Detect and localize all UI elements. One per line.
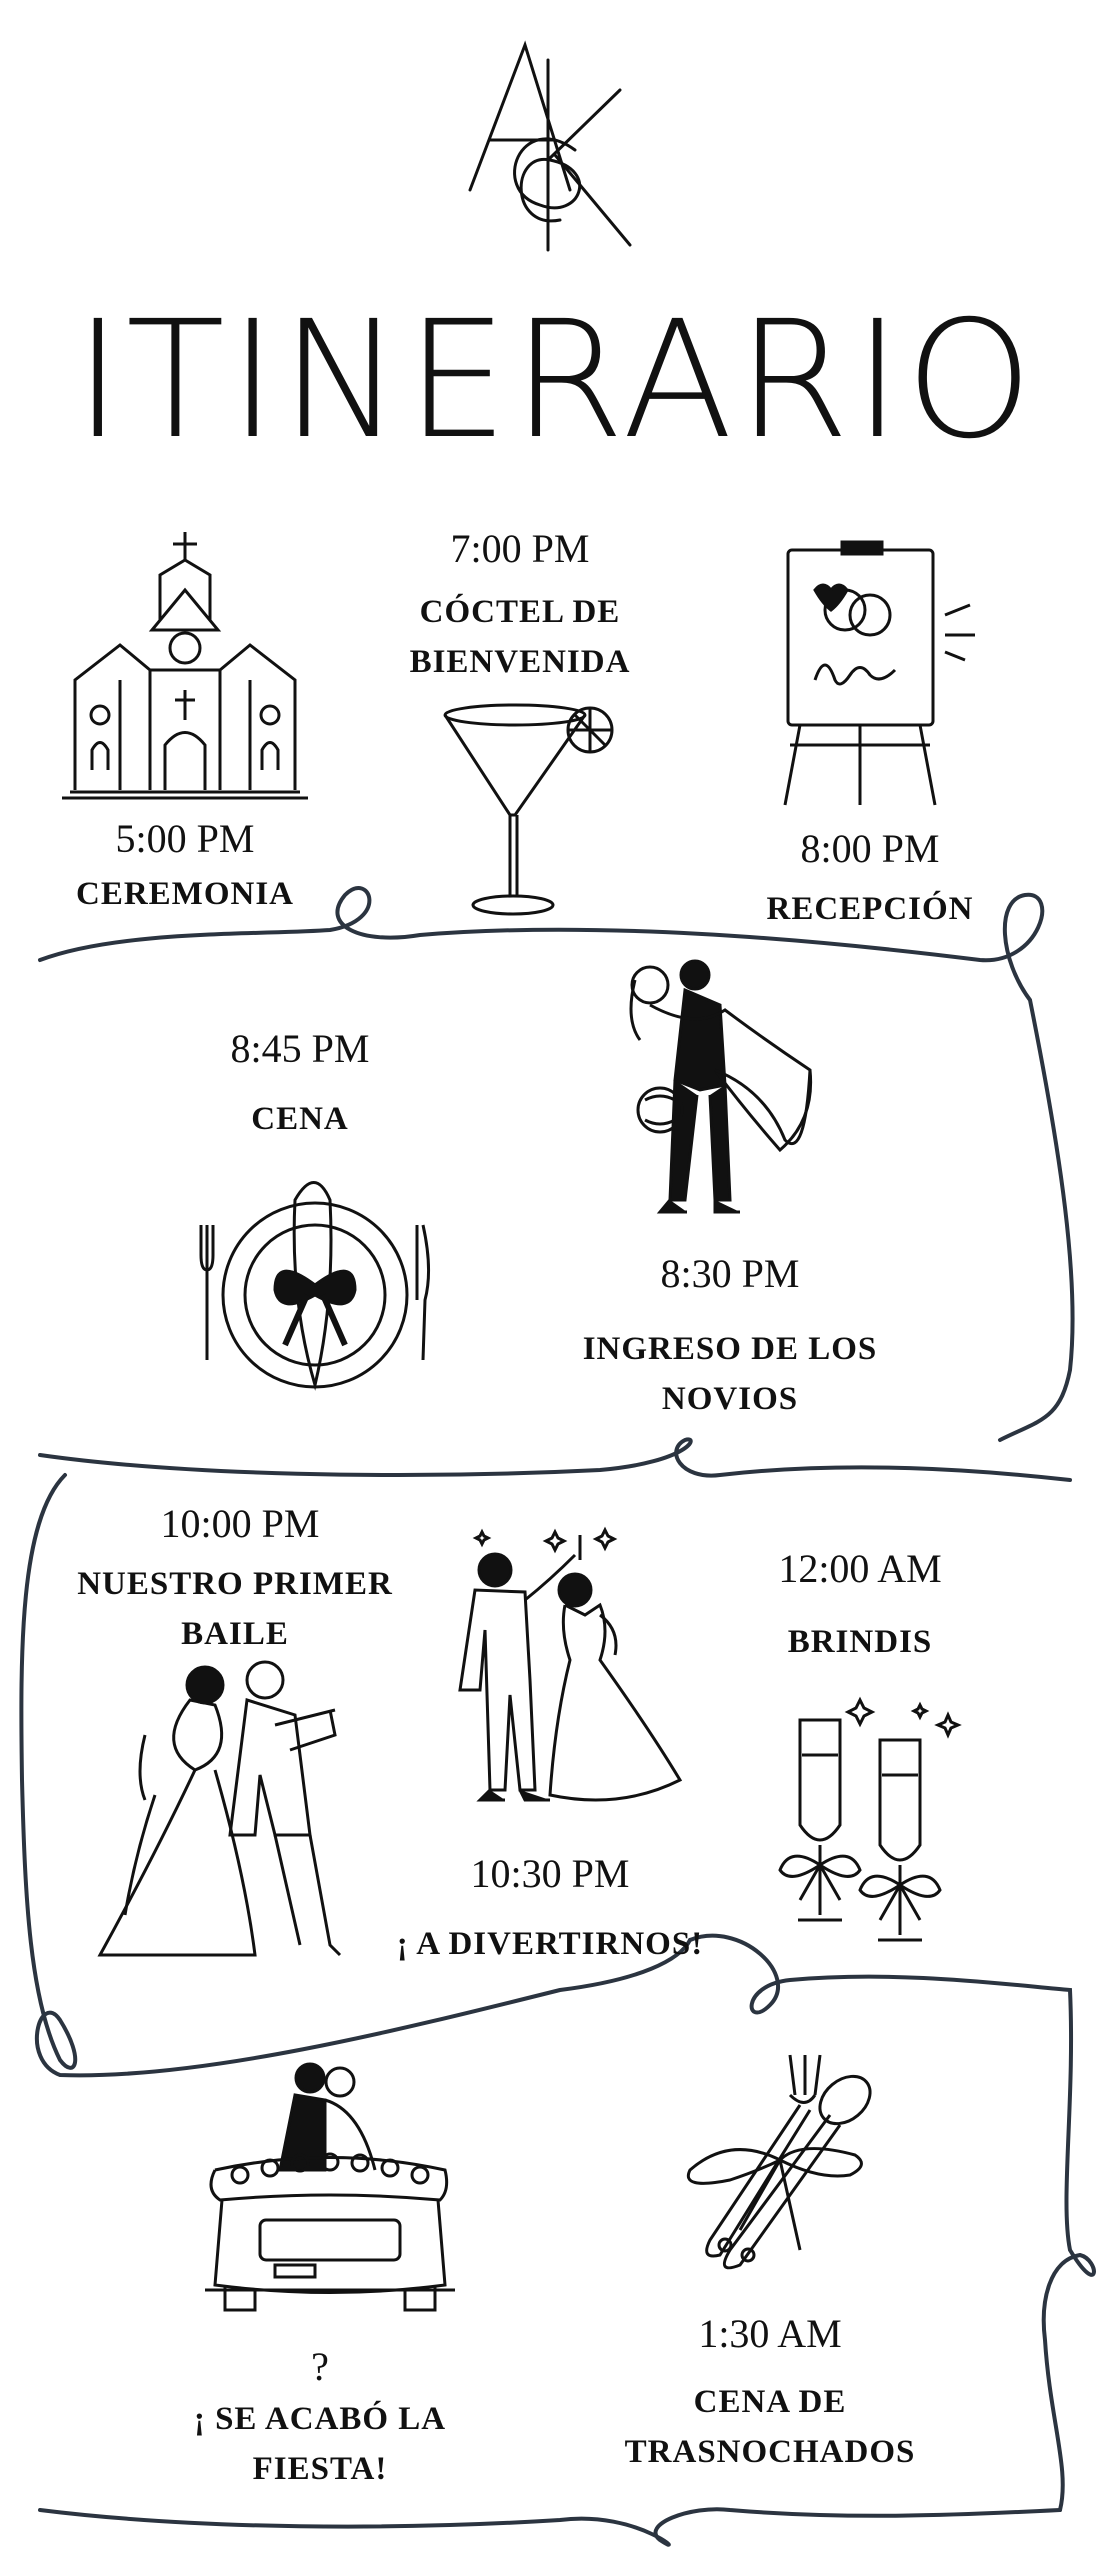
first-dance-couple-icon [95, 1655, 365, 1975]
event-time: ? [311, 2344, 329, 2389]
martini-glass-icon [440, 700, 620, 920]
welcome-sign-easel-icon [780, 540, 980, 810]
champagne-glasses-icon [770, 1685, 970, 1955]
event-label: CENA DE TRASNOCHADOS [624, 2384, 916, 2470]
event-label: RECEPCIÓN [766, 891, 974, 927]
event-time: 1:30 AM [698, 2311, 842, 2356]
event-label: INGRESO DE LOS NOVIOS [582, 1331, 878, 1417]
event-label: CÓCTEL DE BIENVENIDA [409, 594, 631, 680]
groom-carrying-bride-icon [615, 950, 835, 1230]
page-title: ITINERARIO [74, 287, 1037, 475]
wedding-car-icon [200, 2060, 460, 2330]
event-time: 5:00 PM [115, 816, 255, 861]
dancing-couple-icon [450, 1520, 700, 1820]
event-label: NUESTRO PRIMER BAILE [77, 1566, 393, 1652]
event-label: ¡ A DIVERTIRNOS! [396, 1926, 704, 1962]
event-time: 10:30 PM [470, 1851, 630, 1896]
event-label: CEREMONIA [75, 876, 294, 912]
event-label: ¡ SE ACABÓ LA FIESTA! [193, 2401, 447, 2487]
event-label: BRINDIS [787, 1624, 933, 1660]
event-time: 8:45 PM [230, 1026, 370, 1071]
fork-spoon-ribbon-icon [670, 2050, 900, 2280]
event-label: CENA [251, 1101, 349, 1137]
event-time: 7:00 PM [450, 526, 590, 571]
event-time: 8:30 PM [660, 1251, 800, 1296]
event-time: 8:00 PM [800, 826, 940, 871]
monogram-logo [468, 40, 632, 252]
event-time: 10:00 PM [160, 1501, 320, 1546]
church-icon [60, 530, 310, 805]
event-time: 12:00 AM [778, 1546, 942, 1591]
dinner-plate-icon [195, 1170, 435, 1410]
